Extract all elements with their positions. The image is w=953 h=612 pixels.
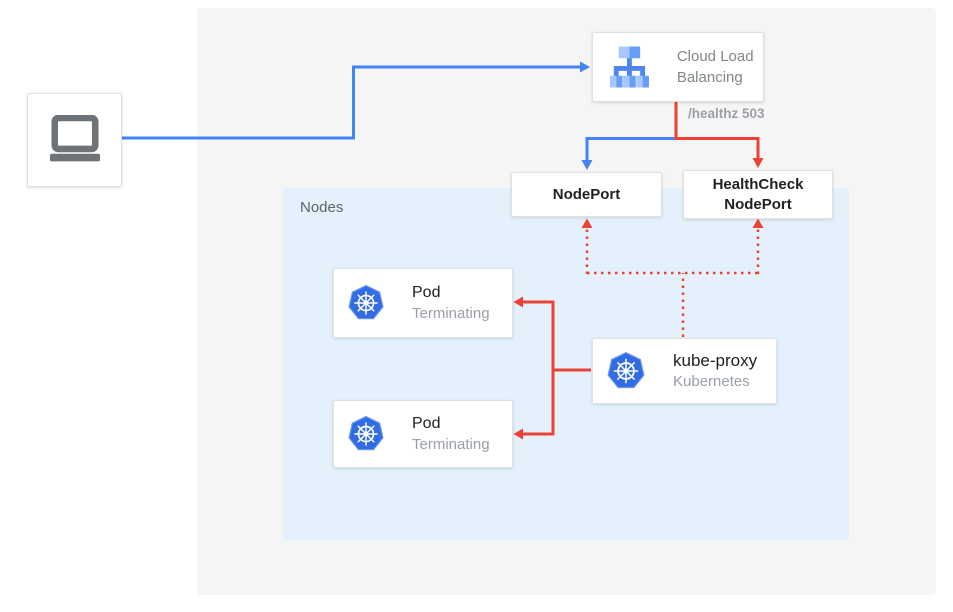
kubernetes-icon <box>607 351 645 389</box>
kube-proxy-title: kube-proxy <box>673 351 758 371</box>
kube-proxy-subtitle: Kubernetes <box>673 373 750 391</box>
cloud-load-balancing-node: Cloud Load Balancing <box>592 32 764 102</box>
cloud-load-balancing-icon <box>609 46 649 88</box>
client-node <box>27 93 122 187</box>
pod-2-status: Terminating <box>412 435 490 453</box>
kubernetes-icon <box>348 284 384 320</box>
pod-1-node: Pod Terminating <box>333 268 513 338</box>
healthcheck-nodeport-label: HealthCheck NodePort <box>712 176 804 213</box>
nodes-panel-label: Nodes <box>300 199 344 216</box>
laptop-icon <box>49 115 100 162</box>
kubernetes-icon <box>348 415 384 451</box>
pod-2-node: Pod Terminating <box>333 400 513 468</box>
cloud-load-balancing-label: Cloud Load Balancing <box>676 48 754 86</box>
nodeport-label: NodePort <box>552 185 621 203</box>
nodeport-node: NodePort <box>511 172 662 217</box>
healthcheck-nodeport-node: HealthCheck NodePort <box>683 170 833 219</box>
pod-1-title: Pod <box>412 283 441 301</box>
pod-2-title: Pod <box>412 414 441 432</box>
kube-proxy-node: kube-proxy Kubernetes <box>592 338 777 404</box>
pod-1-status: Terminating <box>412 304 490 322</box>
healthz-503-label: /healthz 503 <box>688 106 765 121</box>
